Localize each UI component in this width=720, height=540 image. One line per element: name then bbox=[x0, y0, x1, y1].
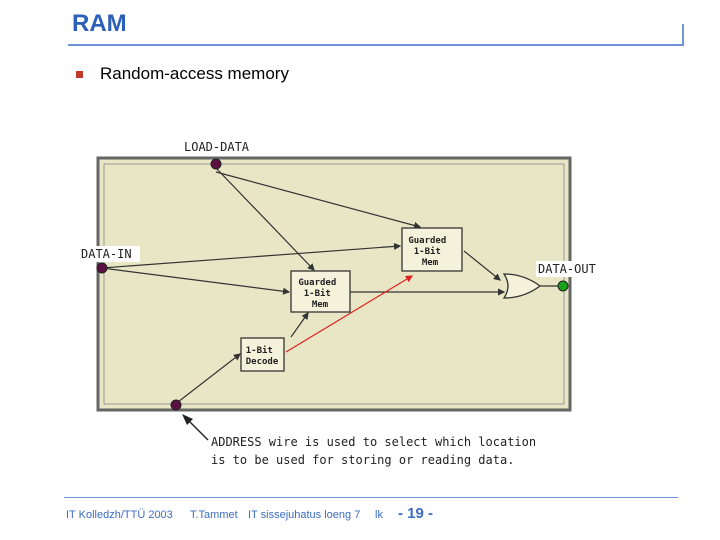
wire-decode-to-top-mem-red bbox=[285, 275, 414, 353]
footer-org: IT Kolledzh/TTÜ 2003 bbox=[66, 509, 173, 521]
load-data-label: LOAD-DATA bbox=[184, 140, 250, 154]
footer-divider bbox=[64, 497, 678, 498]
footer-lk: lk bbox=[375, 509, 383, 521]
load-data-label-bg bbox=[180, 139, 260, 155]
title-divider bbox=[68, 44, 683, 46]
svg-text:ADDRESS wire is used to select: ADDRESS wire is used to select which loc… bbox=[211, 435, 543, 467]
wire-top-mem-to-or bbox=[463, 250, 501, 281]
wire-load-to-top-mem bbox=[215, 171, 422, 229]
footer-author: T.Tammet bbox=[190, 509, 238, 521]
address-pin[interactable] bbox=[170, 399, 182, 411]
address-note-line1: ADDRESS wire is used to select which loc… bbox=[211, 435, 536, 449]
address-note-line2: is to be used for storing or reading dat… bbox=[211, 453, 514, 467]
title-divider-tick bbox=[682, 24, 684, 46]
data-in-label: DATA-IN bbox=[81, 247, 132, 261]
data-out-label-bg bbox=[536, 261, 606, 277]
decode-line2: Decode bbox=[246, 357, 279, 367]
footer-course: IT sissejuhatus loeng 7 bbox=[248, 509, 361, 521]
address-note-arrowhead bbox=[182, 414, 193, 425]
mem-mid-line3: Mem bbox=[312, 300, 329, 310]
mem-top-line2: 1-Bit bbox=[414, 246, 441, 257]
mem-mid-line2: 1-Bit bbox=[304, 288, 331, 299]
bullet-marker bbox=[76, 71, 83, 78]
guarded-mem-mid[interactable] bbox=[290, 270, 351, 313]
decode-block[interactable] bbox=[240, 337, 285, 372]
wire-datain-to-top-mem bbox=[101, 242, 402, 269]
decode-line1: 1-Bit bbox=[246, 345, 273, 356]
svg-text:Guarded 1-Bit Mem: Guarded 1-Bit Mem bbox=[298, 278, 341, 310]
data-in-pin[interactable] bbox=[96, 262, 108, 274]
wire-address-to-decode bbox=[177, 353, 241, 403]
wire-decode-to-mid-mem bbox=[290, 312, 309, 338]
svg-text:Guarded 1-Bit Mem: Guarded 1-Bit Mem bbox=[408, 236, 451, 268]
mem-mid-line1: Guarded bbox=[298, 278, 336, 288]
data-out-label: DATA-OUT bbox=[538, 262, 596, 276]
mem-top-line1: Guarded bbox=[408, 236, 446, 246]
data-in-label-bg bbox=[78, 246, 140, 262]
bullet-text: Random-access memory bbox=[100, 64, 289, 83]
wire-datain-to-mid-mem bbox=[101, 267, 291, 295]
svg-text:1-Bit Decode: 1-Bit Decode bbox=[246, 345, 279, 367]
or-gate[interactable] bbox=[502, 273, 542, 299]
mem-top-line3: Mem bbox=[422, 258, 439, 268]
footer-page-number: - 19 - bbox=[398, 505, 434, 522]
guarded-mem-top[interactable] bbox=[401, 227, 463, 272]
slide-title: RAM bbox=[72, 10, 127, 37]
load-data-pin[interactable] bbox=[210, 158, 222, 170]
data-out-pin[interactable] bbox=[557, 280, 569, 292]
